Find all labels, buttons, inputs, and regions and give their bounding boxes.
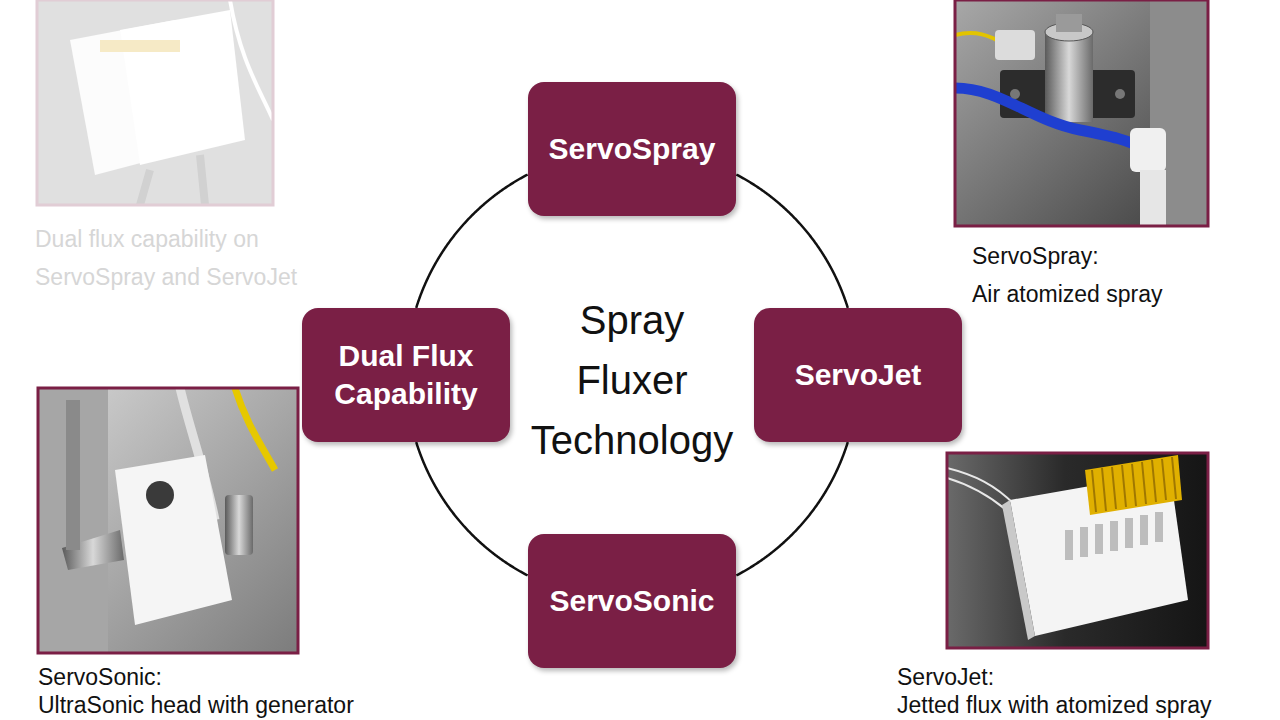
photo-caption: Dual flux capability on ServoSpray and S…	[35, 220, 335, 296]
ring-connector	[736, 442, 847, 575]
fluid-tube	[230, 0, 273, 120]
technology-box: ServoSonic	[528, 534, 736, 668]
fitting	[995, 30, 1035, 60]
box-label: ServoSpray	[549, 130, 716, 168]
servosonic-photo	[38, 388, 298, 653]
servojet-photo	[947, 453, 1208, 648]
ring-connector	[416, 175, 527, 308]
center-title: Spray Fluxer Technology	[522, 290, 742, 470]
photo-caption: UltraSonic head with generator	[38, 692, 458, 719]
technology-box: ServoJet	[754, 308, 962, 442]
mount-rod	[66, 400, 80, 550]
ring-connector	[416, 442, 527, 575]
box-label: Dual Flux Capability	[310, 337, 502, 413]
screw	[1010, 89, 1020, 99]
box-label: ServoSonic	[549, 582, 714, 620]
slot	[1110, 521, 1118, 551]
photo-caption: ServoSpray:	[972, 243, 1272, 270]
photo-caption: ServoJet:	[897, 664, 1280, 691]
fitting	[1140, 170, 1166, 226]
photo-content	[37, 0, 273, 205]
photo-background	[37, 0, 273, 205]
photo-caption: Air atomized spray	[972, 281, 1272, 308]
photo-background	[38, 388, 298, 653]
steel-panel	[38, 388, 108, 653]
photo-content	[947, 453, 1208, 648]
technology-box: ServoSpray	[528, 82, 736, 216]
photo-content	[955, 0, 1208, 226]
technology-box: Dual Flux Capability	[302, 308, 510, 442]
dual-flux-photo	[37, 0, 273, 205]
fluid-tube	[955, 88, 1145, 150]
nozzle-tip	[1056, 14, 1082, 32]
slot	[1140, 515, 1148, 545]
photo-frame	[947, 453, 1208, 648]
nozzle-comb	[100, 40, 180, 52]
photo-caption: ServoSonic:	[38, 664, 438, 691]
slot	[1125, 518, 1133, 548]
box-label: ServoJet	[795, 356, 922, 394]
photo-caption: Jetted flux with atomized spray	[897, 692, 1280, 719]
photo-background	[947, 453, 1208, 648]
slot	[1155, 512, 1163, 542]
photo-frame	[37, 0, 273, 205]
slot	[1080, 527, 1088, 557]
fitting	[225, 495, 253, 555]
photo-frame	[38, 388, 298, 653]
photo-background	[955, 0, 1208, 226]
spray-nozzle	[1045, 32, 1093, 122]
elbow-fitting	[1130, 128, 1166, 172]
slot	[1095, 524, 1103, 554]
photo-frame	[955, 0, 1208, 226]
nozzle-teeth	[1092, 457, 1176, 512]
servospray-photo	[955, 0, 1208, 226]
photo-content	[38, 388, 298, 653]
mount-rod	[140, 155, 205, 205]
ring-connector	[736, 175, 847, 308]
ultrasonic-head	[115, 455, 232, 625]
head-cap	[146, 481, 174, 509]
jet-head-side	[1002, 500, 1035, 640]
slot	[1065, 530, 1073, 560]
screw	[1115, 89, 1125, 99]
generator-cable	[235, 388, 275, 470]
nozzle-comb	[1085, 455, 1182, 515]
jet-head-body	[120, 10, 245, 165]
